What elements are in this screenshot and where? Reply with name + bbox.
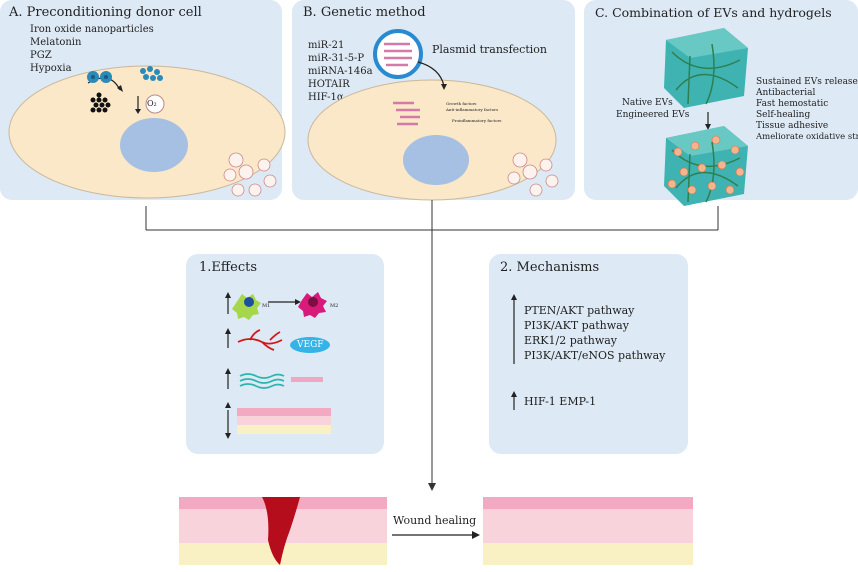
factor-label: Anti-inflammatory factors (446, 107, 499, 112)
factor-label: Proinflammatory factors (452, 118, 502, 123)
panel-c-title: C. Combination of EVs and hydrogels (595, 5, 832, 20)
pathway-item: PI3K/AKT/eNOS pathway (524, 349, 666, 362)
m2-label: M2 (330, 303, 339, 309)
effects-panel (186, 254, 384, 454)
ev-type: Engineered EVs (616, 110, 690, 120)
preconditioning-item: Melatonin (30, 37, 82, 48)
wound-healing-label: Wound healing (393, 514, 477, 527)
effects-title: 1.Effects (199, 260, 257, 275)
hydrogel-property: Tissue adhesive (756, 121, 829, 131)
preconditioning-item: Hypoxia (30, 63, 72, 74)
o2-label: O₂ (147, 99, 157, 108)
preconditioning-item: PGZ (30, 50, 52, 61)
pathway-item: ERK1/2 pathway (524, 334, 618, 347)
panel-a-title: A. Preconditioning donor cell (9, 5, 202, 20)
preconditioning-item: Iron oxide nanoparticles (30, 24, 154, 35)
plasmid-label: Plasmid transfection (432, 43, 547, 56)
genetic-item: HIF-1α (308, 92, 344, 103)
factor-label: Growth factors (446, 101, 477, 106)
hydrogel-property: Fast hemostatic (756, 99, 829, 109)
vegf-label: VEGF (297, 340, 324, 350)
genetic-item: HOTAIR (308, 79, 350, 90)
hydrogel-property: Sustained EVs release (756, 77, 858, 87)
genetic-item: miR-21 (308, 40, 345, 51)
mechanisms-panel (489, 254, 688, 454)
pathway-item: HIF-1 EMP-1 (524, 395, 597, 408)
healed-skin (483, 497, 693, 565)
genetic-item: miR-31-5-P (308, 53, 365, 64)
panel-b-title: B. Genetic method (303, 5, 426, 20)
pathway-item: PI3K/AKT pathway (524, 319, 629, 332)
mechanisms-title: 2. Mechanisms (500, 260, 600, 275)
genetic-item: miRNA-146a (308, 66, 373, 77)
hydrogel-property: Antibacterial (756, 88, 816, 98)
ev-type: Native EVs (622, 98, 673, 108)
m1-label: M1 (262, 303, 271, 309)
hydrogel-property: Ameliorate oxidative stress (756, 132, 858, 142)
wounded-skin (179, 497, 387, 565)
pathway-item: PTEN/AKT pathway (524, 304, 635, 317)
hydrogel-property: Self-healing (756, 110, 811, 120)
wound-cut (262, 497, 300, 565)
